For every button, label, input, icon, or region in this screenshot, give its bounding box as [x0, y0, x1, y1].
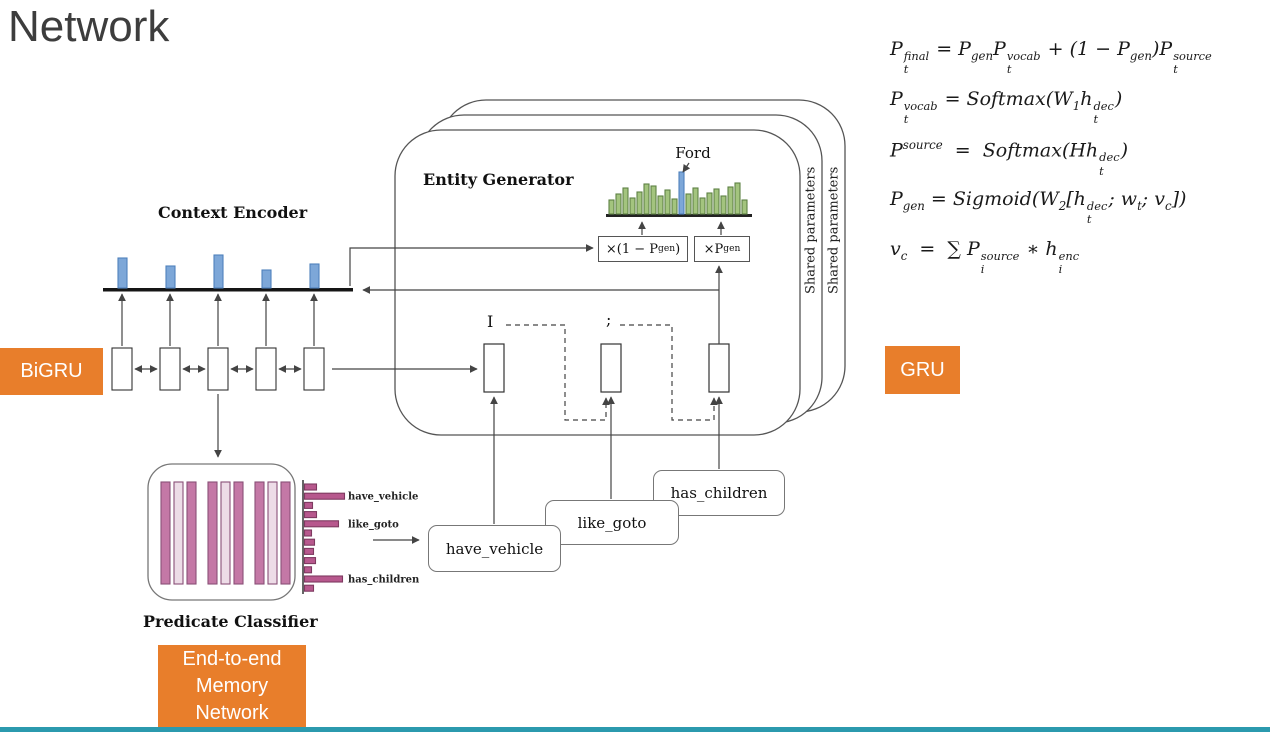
predicate-score-bars	[303, 483, 346, 592]
footer-accent-bar	[0, 727, 1270, 732]
vocab-bar-highlight	[678, 171, 685, 215]
vocab-bar	[692, 187, 699, 215]
memory-network-tag: End-to-end Memory Network	[158, 645, 306, 727]
encoder-arrows	[118, 293, 318, 373]
score-label-text: like_goto	[348, 519, 399, 530]
predicate-score-labels: have_vehicle like_goto has_children	[348, 492, 420, 586]
vocab-bar	[713, 188, 720, 215]
score-bar	[303, 529, 313, 537]
memory-network-tag-label: End-to-end Memory Network	[182, 647, 282, 724]
encoder-hidden-state-bars	[117, 254, 320, 289]
bigru-tag: BiGRU	[0, 348, 103, 395]
encoder-axis-line	[103, 288, 353, 292]
vocab-distribution-bars	[608, 171, 748, 215]
vocab-bar	[664, 189, 671, 215]
score-bar	[303, 538, 316, 546]
arrow-ford-pointer	[682, 162, 691, 173]
decoder-cell-2	[600, 343, 622, 393]
predicate-card-has-children: has_children	[653, 470, 785, 516]
context-encoder-heading: Context Encoder	[158, 203, 308, 222]
output-token-2: ;	[606, 310, 612, 329]
vocab-bar	[671, 198, 678, 215]
memory-bar	[186, 481, 197, 585]
dashed-token1-feedback	[506, 324, 610, 421]
encoder-state-bar	[309, 263, 320, 289]
score-bar	[303, 584, 315, 592]
vocab-bar	[636, 191, 643, 215]
vocab-bar	[650, 185, 657, 215]
dashed-feedback-connectors	[506, 324, 718, 421]
score-bar	[303, 575, 344, 583]
encoder-cell	[111, 347, 133, 391]
score-bar	[303, 557, 317, 565]
decoder-cell-3	[708, 343, 730, 393]
encoder-cell	[255, 347, 277, 391]
solid-connectors	[214, 162, 725, 544]
shared-parameters-label-2: Shared parameters	[826, 166, 842, 294]
encoder-gru-cells	[111, 347, 325, 391]
arrow-encoder-to-copy-gate	[349, 244, 594, 286]
predicate-classifier-heading: Predicate Classifier	[143, 612, 318, 631]
decoder-gru-cells	[483, 343, 730, 393]
vocab-bar	[727, 186, 734, 215]
output-token-1: I	[487, 312, 494, 331]
score-bar	[303, 483, 318, 491]
memory-hop-bars	[160, 481, 291, 585]
score-label-text: has_children	[348, 575, 420, 586]
vocab-bar	[622, 187, 629, 215]
memory-bar	[207, 481, 218, 585]
gru-tag: GRU	[885, 346, 960, 394]
encoder-state-bar	[117, 257, 128, 289]
memory-bar	[254, 481, 265, 585]
vocab-bar	[706, 192, 713, 215]
score-bar	[303, 501, 314, 509]
shared-parameters-label-1: Shared parameters	[803, 166, 819, 294]
vocab-bar	[720, 195, 727, 215]
entity-generator-heading: Entity Generator	[423, 170, 574, 189]
page-title: Network	[8, 2, 170, 51]
score-bar	[303, 520, 340, 528]
encoder-state-bar	[213, 254, 224, 289]
vocab-bar	[699, 197, 706, 215]
memory-bar	[173, 481, 184, 585]
vocab-bar	[685, 193, 692, 215]
vocab-axis-line	[606, 214, 752, 217]
predicate-card-have-vehicle: have_vehicle	[428, 525, 561, 572]
score-bar	[303, 492, 346, 500]
encoder-state-bar	[165, 265, 176, 289]
memory-bar	[160, 481, 171, 585]
vocab-bar	[608, 199, 615, 215]
memory-bar	[280, 481, 291, 585]
score-bar	[303, 566, 313, 574]
vocab-bar	[657, 195, 664, 215]
vocab-bar	[741, 199, 748, 215]
score-bar	[303, 547, 315, 555]
memory-bar	[267, 481, 278, 585]
vocab-bar	[629, 197, 636, 215]
score-bar	[303, 511, 318, 519]
memory-bar	[220, 481, 231, 585]
vocab-bar	[734, 182, 741, 215]
highlight-word-label: Ford	[675, 144, 711, 162]
score-label-text: have_vehicle	[348, 492, 418, 503]
vocab-bar	[615, 193, 622, 215]
vocab-bar	[643, 183, 650, 215]
memory-bar	[233, 481, 244, 585]
encoder-cell	[303, 347, 325, 391]
decoder-cell-1	[483, 343, 505, 393]
encoder-state-bar	[261, 269, 272, 289]
encoder-cell	[207, 347, 229, 391]
dashed-token2-feedback	[620, 324, 718, 421]
encoder-cell	[159, 347, 181, 391]
predicate-card-like-goto: like_goto	[545, 500, 679, 545]
